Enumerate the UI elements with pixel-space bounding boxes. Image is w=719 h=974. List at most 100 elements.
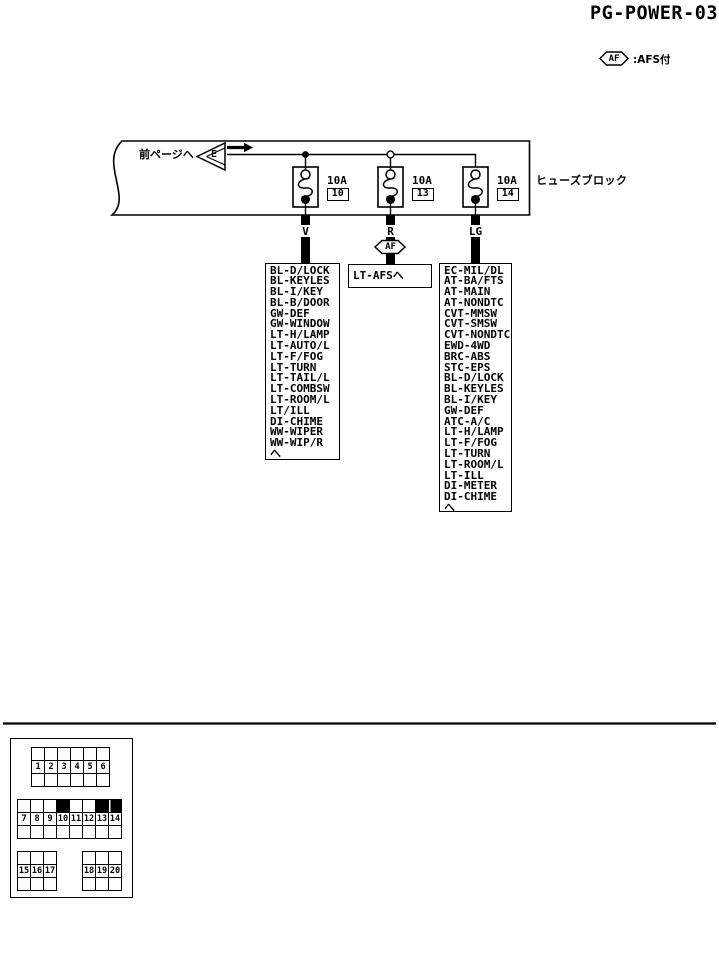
fuse-grid-cell	[44, 852, 56, 864]
fuse-grid-cell	[18, 878, 30, 890]
fuse-grid-cell	[71, 748, 83, 760]
fuse-position-8: 8	[31, 813, 43, 825]
junction-open-circle-icon	[386, 150, 395, 159]
fuse-grid-cell	[32, 748, 44, 760]
fuse-layout-outline	[10, 738, 133, 898]
page-title: PG-POWER-03	[589, 3, 718, 24]
wire-color-lg: LG	[468, 224, 483, 238]
circuit-name: EWD-4WD	[444, 339, 491, 353]
circuit-name: CVT-SMSW	[444, 317, 497, 331]
fuse-position-3: 3	[58, 761, 70, 773]
circuit-name: DI-CHIME	[270, 414, 323, 428]
circuit-name: LT-F/FOG	[444, 436, 497, 450]
circuit-name: LT-COMBSW	[270, 382, 330, 396]
page-connector-ref: E	[211, 149, 218, 160]
circuit-name: CVT-NONDTC	[444, 328, 511, 342]
fuse-grid-cell	[109, 852, 121, 864]
fuse-position-20: 20	[109, 865, 121, 877]
fuse-number-10: 10	[327, 187, 349, 201]
fuse-position-16: 16	[31, 865, 43, 877]
fuse-position-15: 15	[18, 865, 30, 877]
fuse-symbol-13	[377, 154, 404, 216]
circuit-name: へ	[444, 501, 455, 512]
prev-page-label: 前ページへ	[139, 148, 194, 161]
circuit-name: LT-F/FOG	[270, 349, 323, 363]
flow-arrow-head-icon	[244, 142, 253, 153]
fuse-grid-cell	[83, 800, 95, 812]
af-hexagon-icon	[599, 51, 629, 66]
fuse-grid-cell	[18, 826, 30, 838]
circuit-name: LT-TURN	[270, 360, 317, 374]
fuse-position-2: 2	[45, 761, 57, 773]
fuse-grid-cell	[83, 826, 95, 838]
af-hexagon-icon	[373, 239, 407, 255]
page-connector-inner-lines	[206, 147, 226, 166]
af-tag-label: AF	[385, 242, 396, 252]
fuse-block-label: ヒューズブロック	[536, 174, 628, 187]
fuse-position-6: 6	[97, 761, 109, 773]
fuse-grid-cell	[58, 748, 70, 760]
fuse-grid-cell	[109, 878, 121, 890]
wire-r-lower	[386, 252, 395, 265]
legend-af-symbol-label: AF	[608, 53, 620, 64]
wire-color-v: V	[302, 224, 309, 238]
circuit-name: BL-D/LOCK	[444, 371, 504, 385]
fuse-position-12: 12	[83, 813, 95, 825]
fuse-position-17: 17	[44, 865, 56, 877]
circuit-name: LT/ILL	[270, 403, 310, 417]
fuse-grid-cell	[32, 774, 44, 786]
fuse-grid-cell	[31, 826, 43, 838]
fuse-grid-cell	[57, 800, 69, 812]
circuit-name: へ	[270, 447, 281, 460]
fuse-grid-cell	[96, 800, 108, 812]
fuse-position-14: 14	[109, 813, 121, 825]
fuse-grid-cell	[109, 800, 121, 812]
circuit-name: LT-TAIL/L	[270, 371, 330, 385]
fuse-grid-cell	[31, 852, 43, 864]
circuit-name: DI-CHIME	[444, 490, 497, 504]
page-connector-triangle-icon	[195, 141, 226, 172]
circuit-name: AT-MAIN	[444, 285, 491, 299]
fuse-grid-cell	[96, 826, 108, 838]
circuit-name: STC-EPS	[444, 360, 491, 374]
fuse-grid-cell	[83, 878, 95, 890]
circuit-name: LT-AUTO/L	[270, 339, 330, 353]
fuse-position-13: 13	[96, 813, 108, 825]
wire-v	[301, 237, 310, 264]
circuit-name: BRC-ABS	[444, 349, 491, 363]
power-bus-line	[227, 153, 477, 171]
circuit-name: BL-B/DOOR	[270, 295, 330, 309]
circuit-name: LT-TURN	[444, 447, 491, 461]
fuse-grid-cell	[45, 774, 57, 786]
fuse-number-14: 14	[497, 187, 519, 201]
fuse-position-19: 19	[96, 865, 108, 877]
fuse-rating-10: 10A	[327, 174, 347, 187]
fuse-position-11: 11	[70, 813, 82, 825]
fuse-grid-cell	[97, 774, 109, 786]
fuse-grid-cell	[96, 852, 108, 864]
fuse-grid-cell	[31, 800, 43, 812]
circuit-name: LT-ROOM/L	[444, 457, 504, 471]
wire-color-r: R	[387, 224, 394, 238]
fuse-grid-cell	[97, 748, 109, 760]
fuse-position-5: 5	[84, 761, 96, 773]
fuse-grid-cell	[44, 878, 56, 890]
fuse-grid-cell	[57, 826, 69, 838]
fuse-grid-cell	[44, 800, 56, 812]
fuse-grid-cell	[109, 826, 121, 838]
circuit-name: GW-DEF	[270, 306, 310, 320]
fuse-grid-cell	[84, 774, 96, 786]
circuit-name: LT-ILL	[444, 468, 484, 482]
wire-lg	[471, 237, 480, 264]
fuse-number-13: 13	[412, 187, 434, 201]
circuit-name: GW-WINDOW	[270, 317, 330, 331]
circuit-name: LT-ROOM/L	[270, 393, 330, 407]
circuit-name: BL-I/KEY	[270, 285, 323, 299]
fuse-position-9: 9	[44, 813, 56, 825]
wire-stub-v	[301, 215, 310, 225]
fuse-grid-cell	[71, 774, 83, 786]
